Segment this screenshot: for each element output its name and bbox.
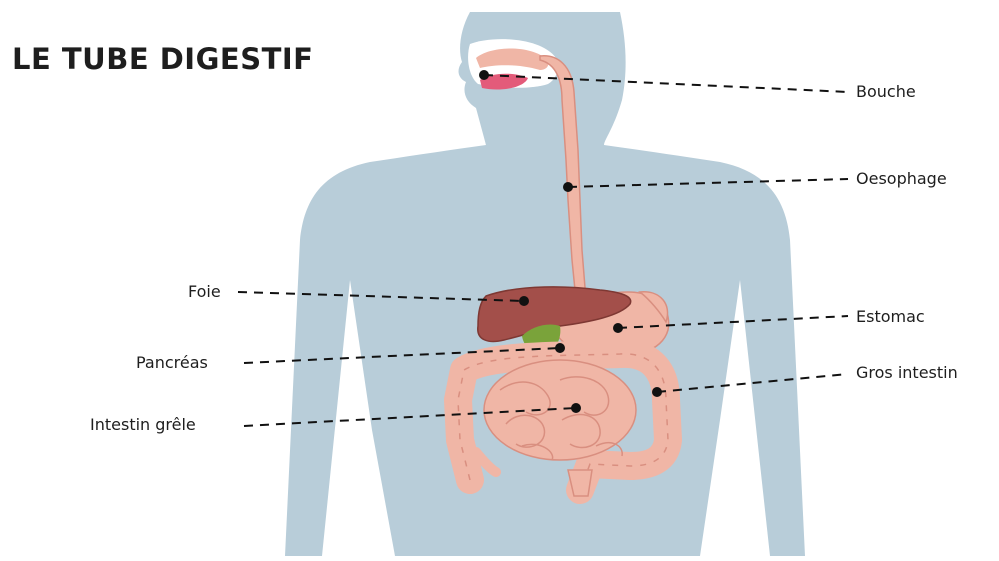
diagram-title: LE TUBE DIGESTIF	[12, 42, 313, 76]
dot-intestin-grele	[571, 403, 581, 413]
dot-pancreas	[555, 343, 565, 353]
dot-bouche	[479, 70, 489, 80]
label-estomac: Estomac	[856, 308, 925, 326]
label-intestin-grele: Intestin grêle	[90, 416, 196, 434]
dot-estomac	[613, 323, 623, 333]
dot-gros-intestin	[652, 387, 662, 397]
label-gros-intestin: Gros intestin	[856, 364, 958, 382]
label-oesophage: Oesophage	[856, 170, 947, 188]
dot-oesophage	[563, 182, 573, 192]
label-foie: Foie	[188, 283, 221, 301]
label-bouche: Bouche	[856, 83, 916, 101]
small-intestine	[484, 360, 636, 460]
label-pancreas: Pancréas	[136, 354, 208, 372]
body-silhouette	[285, 12, 805, 556]
dot-foie	[519, 296, 529, 306]
